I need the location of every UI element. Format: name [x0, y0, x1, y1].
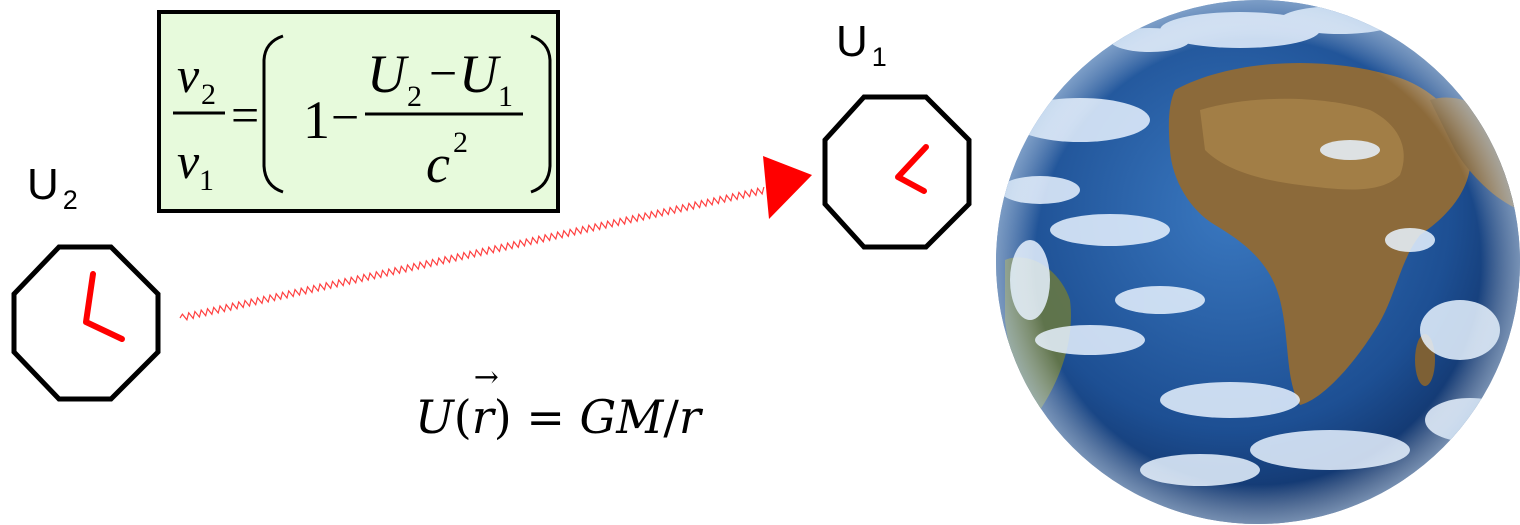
eq-r-denominator: r	[678, 390, 701, 444]
potential-equation: U(r→) = GM/r	[415, 360, 701, 444]
formula-v1-sub: 1	[199, 164, 214, 197]
eq-r: r	[471, 390, 494, 444]
clock-u1-hands	[895, 144, 929, 194]
clock-u2	[11, 244, 161, 402]
paren-left	[262, 34, 284, 194]
formula-u1: U	[459, 44, 501, 104]
eq-equals: =	[526, 390, 565, 444]
clock-u1	[822, 94, 972, 250]
formula-equals: =	[231, 87, 259, 143]
formula-minus: −	[331, 89, 359, 145]
formula-u2-sub: 2	[407, 80, 422, 113]
formula-one: 1	[303, 90, 330, 150]
vector-arrow-icon: →	[473, 360, 499, 395]
eq-slash: /	[663, 390, 679, 444]
clock-u2-hands	[83, 271, 125, 342]
earth-image	[996, 0, 1520, 524]
formula-c: c	[426, 134, 450, 194]
eq-gm: GM	[579, 390, 664, 444]
eq-open-paren: (	[453, 390, 472, 444]
formula-v1: v	[177, 133, 200, 189]
formula-u2: U	[367, 44, 409, 104]
eq-close-paren: )	[493, 390, 512, 444]
eq-u: U	[415, 390, 454, 444]
signal-arrowhead	[763, 156, 812, 219]
clock-u2-face	[11, 244, 161, 402]
formula-box: v 2 v 1 = 1 − U 2 − U 1 c 2	[157, 10, 560, 213]
formula-u1-sub: 1	[498, 80, 513, 113]
paren-right	[530, 34, 552, 194]
clock-u1-face	[822, 94, 972, 250]
eq-r-vector: r→	[471, 360, 499, 444]
formula-v2: v	[177, 47, 200, 103]
formula-c-sup: 2	[453, 126, 468, 159]
formula-num-minus: −	[429, 45, 457, 101]
formula-v2-sub: 2	[201, 78, 216, 111]
formula-svg: v 2 v 1 = 1 − U 2 − U 1 c 2	[173, 34, 552, 197]
